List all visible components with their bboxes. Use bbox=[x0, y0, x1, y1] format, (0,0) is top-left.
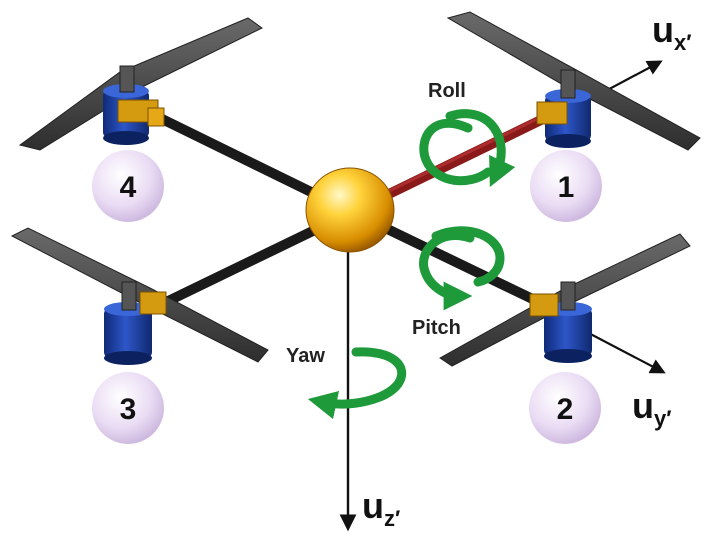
svg-text:1: 1 bbox=[558, 171, 575, 204]
svg-text:2: 2 bbox=[557, 393, 574, 426]
rotor-badge-3: 3 bbox=[92, 372, 164, 444]
yaw-rotation-arrow bbox=[307, 347, 407, 420]
svg-text:3: 3 bbox=[120, 393, 137, 426]
z-axis-label: uz′ bbox=[362, 485, 400, 531]
rotor-badge-4: 4 bbox=[92, 150, 164, 222]
pitch-label: Pitch bbox=[412, 317, 461, 339]
rotor-4-motor bbox=[18, 17, 263, 151]
rotor-3-motor bbox=[10, 227, 269, 365]
rotor-badge-2: 2 bbox=[529, 372, 601, 444]
roll-rotation-arrow bbox=[419, 109, 516, 188]
rotor-2-motor bbox=[439, 233, 691, 367]
x-axis-label: ux′ bbox=[652, 9, 692, 55]
pitch-rotation-arrow bbox=[419, 226, 505, 311]
y-axis-label: uy′ bbox=[632, 385, 672, 431]
rotor-badge-1: 1 bbox=[530, 150, 602, 222]
svg-text:4: 4 bbox=[120, 171, 137, 204]
yaw-label: Yaw bbox=[286, 345, 325, 367]
roll-label: Roll bbox=[428, 80, 466, 102]
center-hub bbox=[305, 167, 395, 253]
rotor-1-motor bbox=[446, 11, 701, 151]
